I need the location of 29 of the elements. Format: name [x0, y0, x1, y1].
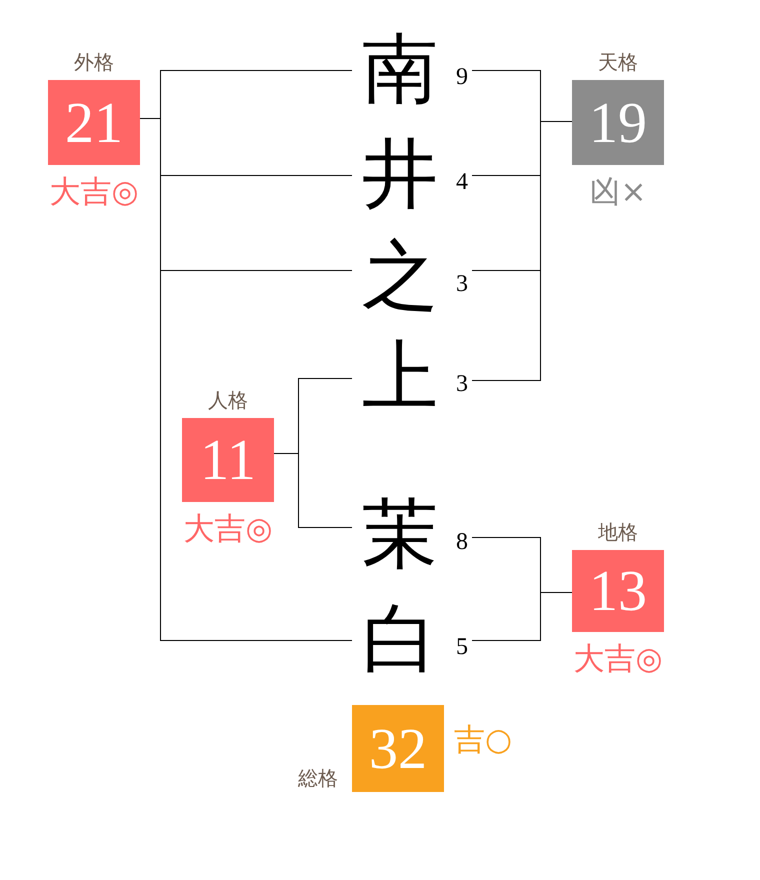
fortune-category-label: 地格 [598, 522, 638, 542]
fortune-verdict: 凶× [590, 177, 646, 208]
fortune-score: 21 [65, 94, 123, 152]
fortune-category-label: 外格 [74, 52, 114, 72]
kanji-character: 之 [362, 239, 438, 315]
fortune-score: 13 [589, 562, 647, 620]
stroke-count: 9 [456, 65, 468, 89]
bracket-line [274, 453, 352, 528]
kanji-character: 井 [362, 137, 438, 213]
bracket-line [472, 592, 572, 641]
stroke-count: 3 [456, 372, 468, 396]
fortune-category-label: 人格 [208, 390, 248, 410]
kanji-character: 南 [362, 32, 438, 108]
kanji-character: 上 [362, 339, 438, 415]
kanji-character: 白 [362, 602, 438, 678]
stroke-count: 4 [456, 170, 468, 194]
fortune-verdict: 大吉◎ [49, 177, 139, 208]
fortune-category-label: 天格 [598, 52, 638, 72]
kanji-character: 茉 [362, 497, 438, 573]
stroke-count: 3 [456, 272, 468, 296]
fortune-score: 19 [589, 94, 647, 152]
fortune-score: 11 [200, 431, 256, 489]
stroke-count: 8 [456, 530, 468, 554]
fortune-category-label: 総格 [298, 768, 338, 788]
fortune-verdict: 吉○ [454, 725, 512, 756]
fortune-verdict: 大吉◎ [573, 644, 663, 675]
fortune-verdict: 大吉◎ [183, 514, 273, 545]
stroke-count: 5 [456, 635, 468, 659]
fortune-score: 32 [369, 720, 427, 778]
